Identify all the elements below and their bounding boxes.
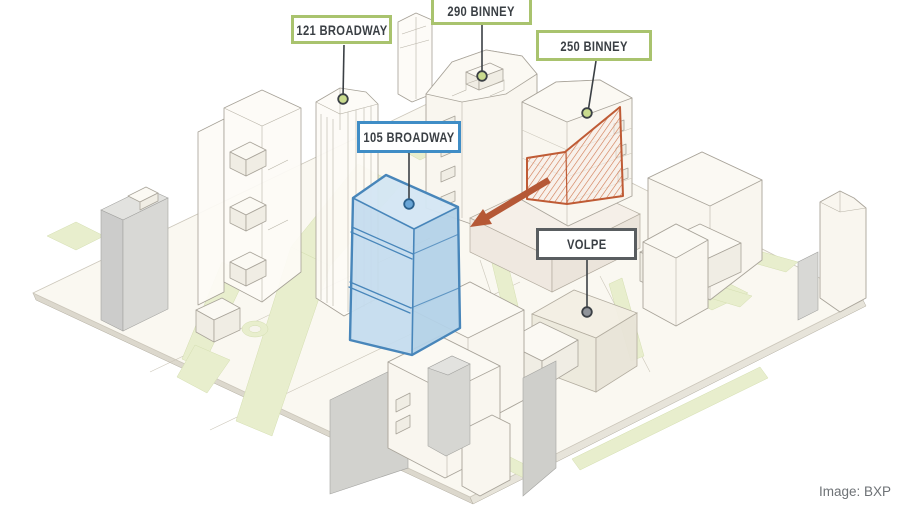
image-credit: Image: BXP	[818, 484, 891, 499]
facade-highlight-hatch	[526, 106, 624, 205]
marker-dot-121-broadway	[337, 93, 349, 105]
marker-dot-105-broadway	[403, 198, 415, 210]
leader-lines	[342, 25, 597, 311]
label-250-binney-text: 250 BINNEY	[560, 37, 628, 54]
gray-buildings-left	[100, 186, 169, 332]
marker-dot-volpe	[581, 306, 593, 318]
label-105-broadway: 105 BROADWAY	[357, 121, 461, 153]
building-stepped-complex-left	[197, 89, 302, 306]
marker-dot-250-binney	[581, 107, 593, 119]
label-290-binney-text: 290 BINNEY	[447, 2, 516, 19]
label-290-binney: 290 BINNEY	[431, 0, 532, 25]
marker-dot-290-binney	[476, 70, 488, 82]
label-105-broadway-text: 105 BROADWAY	[363, 129, 455, 145]
background-thin-tower	[397, 12, 433, 103]
label-volpe-text: VOLPE	[566, 236, 607, 252]
volpe-building	[503, 223, 709, 393]
label-volpe: VOLPE	[536, 228, 637, 260]
label-121-broadway: 121 BROADWAY	[291, 15, 392, 44]
label-250-binney: 250 BINNEY	[536, 30, 652, 61]
building-right-corner-tower	[797, 190, 867, 321]
label-121-broadway-text: 121 BROADWAY	[295, 21, 388, 38]
transfer-arrow-icon	[470, 177, 551, 227]
